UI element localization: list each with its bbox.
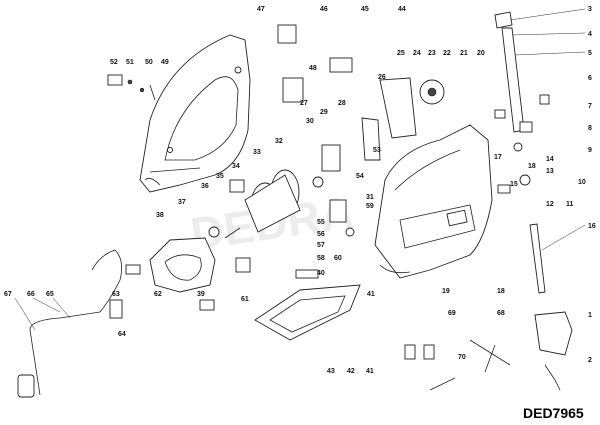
- callout-42: 42: [347, 368, 355, 375]
- callout-35: 35: [216, 173, 224, 180]
- callout-41: 41: [367, 291, 375, 298]
- callout-10: 10: [578, 179, 586, 186]
- callout-65: 65: [46, 291, 54, 298]
- callout-41b: 41: [366, 368, 374, 375]
- stator: [149, 237, 216, 293]
- callout-23: 23: [428, 50, 436, 57]
- plunger-assembly: [494, 8, 586, 133]
- callout-31: 31: [366, 194, 374, 201]
- callout-68: 68: [497, 310, 505, 317]
- callout-28: 28: [338, 100, 346, 107]
- callout-38: 38: [156, 212, 164, 219]
- callout-6: 6: [588, 75, 592, 82]
- model-code: DED7965: [523, 405, 584, 421]
- callout-18: 18: [528, 163, 536, 170]
- callout-7: 7: [588, 103, 592, 110]
- callout-70: 70: [458, 354, 466, 361]
- callout-61: 61: [241, 296, 249, 303]
- callout-24: 24: [413, 50, 421, 57]
- callout-33: 33: [253, 149, 261, 156]
- callout-18b: 18: [497, 288, 505, 295]
- callout-25: 25: [397, 50, 405, 57]
- callout-43: 43: [327, 368, 335, 375]
- callout-69: 69: [448, 310, 456, 317]
- left-housing-half: [139, 34, 251, 193]
- callout-50: 50: [145, 59, 153, 66]
- callout-55: 55: [317, 219, 325, 226]
- callout-49: 49: [161, 59, 169, 66]
- drive-gear: [419, 79, 445, 105]
- right-housing-half: [374, 124, 493, 279]
- callout-11: 11: [566, 201, 574, 208]
- callout-64: 64: [118, 331, 126, 338]
- small-parts: [107, 24, 550, 319]
- callout-46: 46: [320, 6, 328, 13]
- callout-36: 36: [201, 183, 209, 190]
- callout-40: 40: [317, 270, 325, 277]
- power-cord: [14, 249, 123, 398]
- callout-53: 53: [373, 147, 381, 154]
- callout-62: 62: [154, 291, 162, 298]
- callout-22: 22: [443, 50, 451, 57]
- callout-56: 56: [317, 231, 325, 238]
- callout-60: 60: [334, 255, 342, 262]
- callout-5: 5: [588, 50, 592, 57]
- callout-3: 3: [588, 6, 592, 13]
- callout-15: 15: [510, 181, 518, 188]
- callout-17: 17: [494, 154, 502, 161]
- callout-27: 27: [300, 100, 308, 107]
- callout-20: 20: [477, 50, 485, 57]
- callout-39: 39: [197, 291, 205, 298]
- callout-19: 19: [442, 288, 450, 295]
- callout-2: 2: [588, 357, 592, 364]
- callout-48: 48: [309, 65, 317, 72]
- callout-30: 30: [306, 118, 314, 125]
- callout-1: 1: [588, 312, 592, 319]
- callout-59: 59: [366, 203, 374, 210]
- callout-66: 66: [27, 291, 35, 298]
- callout-51: 51: [126, 59, 134, 66]
- callout-9: 9: [588, 147, 592, 154]
- callout-16: 16: [588, 223, 596, 230]
- callout-34: 34: [232, 163, 240, 170]
- accessories: [404, 311, 573, 391]
- callout-47: 47: [257, 6, 265, 13]
- callout-37: 37: [178, 199, 186, 206]
- callout-13: 13: [546, 168, 554, 175]
- callout-67: 67: [4, 291, 12, 298]
- callout-8: 8: [588, 125, 592, 132]
- callout-21: 21: [460, 50, 468, 57]
- callout-45: 45: [361, 6, 369, 13]
- callout-12: 12: [546, 201, 554, 208]
- callout-63: 63: [112, 291, 120, 298]
- base-plate: [254, 284, 361, 341]
- armature: [224, 169, 301, 239]
- callout-32: 32: [275, 138, 283, 145]
- callout-57: 57: [317, 242, 325, 249]
- callout-14: 14: [546, 156, 554, 163]
- callout-58: 58: [317, 255, 325, 262]
- saw-blade: [529, 223, 586, 294]
- callout-26: 26: [378, 74, 386, 81]
- callout-54: 54: [356, 173, 364, 180]
- callout-29: 29: [320, 109, 328, 116]
- callout-44: 44: [398, 6, 406, 13]
- callout-4: 4: [588, 31, 592, 38]
- callout-52: 52: [110, 59, 118, 66]
